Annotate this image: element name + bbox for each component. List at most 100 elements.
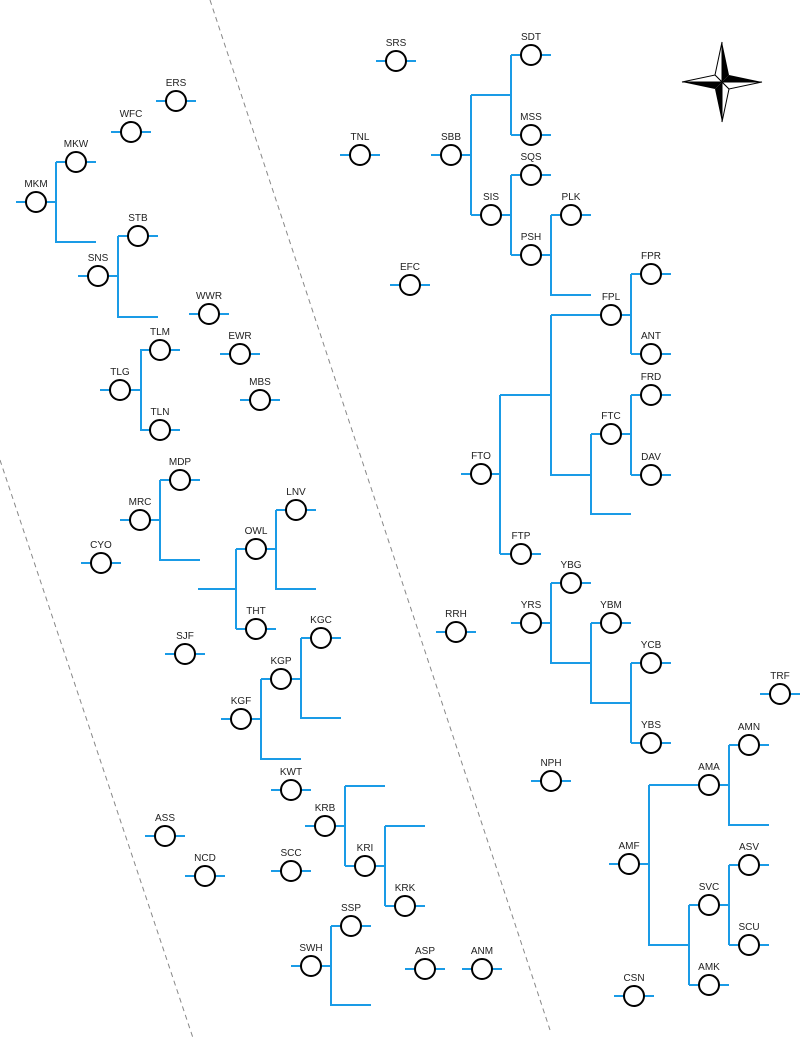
node-anm[interactable]: ANM (462, 946, 502, 980)
node-scu[interactable]: SCU (729, 922, 769, 956)
node-mkm[interactable]: MKM (16, 179, 56, 213)
node-psh[interactable]: PSH (511, 232, 551, 266)
node-circle[interactable] (154, 825, 176, 847)
node-circle[interactable] (738, 734, 760, 756)
node-circle[interactable] (623, 985, 645, 1007)
node-nph[interactable]: NPH (531, 758, 571, 792)
node-circle[interactable] (640, 652, 662, 674)
node-circle[interactable] (349, 144, 371, 166)
node-mbs[interactable]: MBS (240, 377, 280, 411)
node-ybs[interactable]: YBS (631, 720, 671, 754)
node-circle[interactable] (520, 44, 542, 66)
node-circle[interactable] (698, 774, 720, 796)
node-circle[interactable] (25, 191, 47, 213)
node-csn[interactable]: CSN (614, 973, 654, 1007)
node-circle[interactable] (480, 204, 502, 226)
node-circle[interactable] (149, 339, 171, 361)
node-ama[interactable]: AMA (689, 762, 729, 796)
node-sbb[interactable]: SBB (431, 132, 471, 166)
node-sdt[interactable]: SDT (511, 32, 551, 66)
node-dav[interactable]: DAV (631, 452, 671, 486)
node-kri[interactable]: KRI (345, 843, 385, 877)
node-circle[interactable] (470, 463, 492, 485)
node-circle[interactable] (600, 304, 622, 326)
node-mkw[interactable]: MKW (56, 139, 96, 173)
node-circle[interactable] (198, 303, 220, 325)
node-circle[interactable] (310, 627, 332, 649)
node-srs[interactable]: SRS (376, 38, 416, 72)
node-ybm[interactable]: YBM (591, 600, 631, 634)
node-circle[interactable] (300, 955, 322, 977)
node-circle[interactable] (194, 865, 216, 887)
node-circle[interactable] (560, 572, 582, 594)
node-cyo[interactable]: CYO (81, 540, 121, 574)
node-circle[interactable] (520, 612, 542, 634)
node-circle[interactable] (129, 509, 151, 531)
node-circle[interactable] (399, 274, 421, 296)
node-mdp[interactable]: MDP (160, 457, 200, 491)
node-fpl[interactable]: FPL (591, 292, 631, 326)
node-kwt[interactable]: KWT (271, 767, 311, 801)
node-circle[interactable] (640, 464, 662, 486)
node-circle[interactable] (340, 915, 362, 937)
node-circle[interactable] (127, 225, 149, 247)
node-asp[interactable]: ASP (405, 946, 445, 980)
node-fto[interactable]: FTO (461, 451, 501, 485)
node-circle[interactable] (738, 934, 760, 956)
node-krb[interactable]: KRB (305, 803, 345, 837)
node-circle[interactable] (230, 708, 252, 730)
node-tht[interactable]: THT (236, 606, 276, 640)
node-circle[interactable] (354, 855, 376, 877)
node-circle[interactable] (280, 779, 302, 801)
node-ssp[interactable]: SSP (331, 903, 371, 937)
node-tnl[interactable]: TNL (340, 132, 380, 166)
node-circle[interactable] (65, 151, 87, 173)
node-circle[interactable] (769, 683, 791, 705)
node-sqs[interactable]: SQS (511, 152, 551, 186)
node-circle[interactable] (149, 419, 171, 441)
node-circle[interactable] (414, 958, 436, 980)
node-circle[interactable] (394, 895, 416, 917)
node-ycb[interactable]: YCB (631, 640, 671, 674)
node-circle[interactable] (520, 124, 542, 146)
node-tln[interactable]: TLN (140, 407, 180, 441)
node-circle[interactable] (640, 343, 662, 365)
node-scc[interactable]: SCC (271, 848, 311, 882)
node-circle[interactable] (285, 499, 307, 521)
node-efc[interactable]: EFC (390, 262, 430, 296)
node-circle[interactable] (385, 50, 407, 72)
node-circle[interactable] (600, 612, 622, 634)
node-trf[interactable]: TRF (760, 671, 800, 705)
node-circle[interactable] (560, 204, 582, 226)
node-mss[interactable]: MSS (511, 112, 551, 146)
node-amn[interactable]: AMN (729, 722, 769, 756)
node-circle[interactable] (600, 423, 622, 445)
node-circle[interactable] (445, 621, 467, 643)
node-circle[interactable] (738, 854, 760, 876)
node-circle[interactable] (640, 384, 662, 406)
node-ewr[interactable]: EWR (220, 331, 260, 365)
node-circle[interactable] (698, 894, 720, 916)
node-ftp[interactable]: FTP (501, 531, 541, 565)
node-circle[interactable] (640, 263, 662, 285)
node-wwr[interactable]: WWR (189, 291, 229, 325)
node-circle[interactable] (618, 853, 640, 875)
node-lnv[interactable]: LNV (276, 487, 316, 521)
node-circle[interactable] (640, 732, 662, 754)
node-stb[interactable]: STB (118, 213, 158, 247)
node-krk[interactable]: KRK (385, 883, 425, 917)
node-sns[interactable]: SNS (78, 253, 118, 287)
node-circle[interactable] (87, 265, 109, 287)
node-circle[interactable] (165, 90, 187, 112)
node-circle[interactable] (510, 543, 532, 565)
node-circle[interactable] (471, 958, 493, 980)
node-circle[interactable] (314, 815, 336, 837)
node-ass[interactable]: ASS (145, 813, 185, 847)
node-amf[interactable]: AMF (609, 841, 649, 875)
node-ftc[interactable]: FTC (591, 411, 631, 445)
node-kgf[interactable]: KGF (221, 696, 261, 730)
node-frd[interactable]: FRD (631, 372, 671, 406)
node-mrc[interactable]: MRC (120, 497, 160, 531)
node-circle[interactable] (229, 343, 251, 365)
node-wfc[interactable]: WFC (111, 109, 151, 143)
